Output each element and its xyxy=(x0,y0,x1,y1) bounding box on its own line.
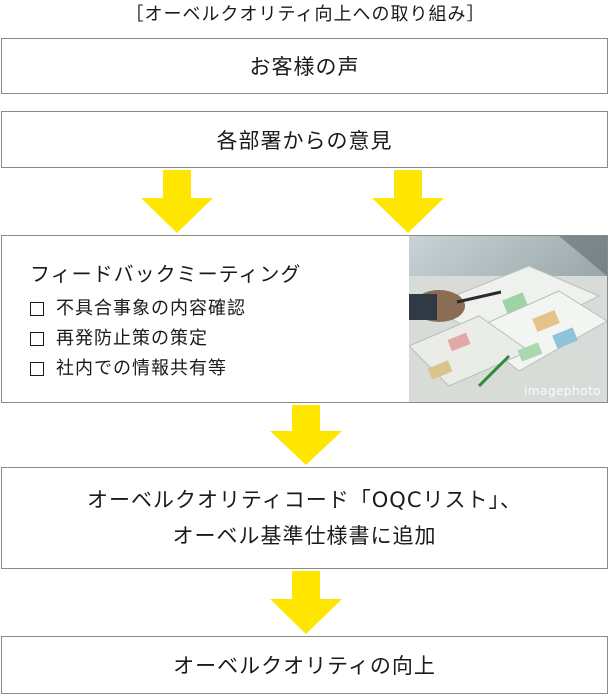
quality-code-line2: オーベル基準仕様書に追加 xyxy=(172,524,437,548)
arrow-down-center-1 xyxy=(270,405,342,465)
diagram-title: ［オーベルクオリティ向上への取り組み］ xyxy=(125,4,486,25)
customer-voice-box: お客様の声 xyxy=(1,38,608,94)
feedback-checklist: 不具合事象の内容確認 再発防止策の策定 社内での情報共有等 xyxy=(30,294,246,384)
department-opinions-box: 各部署からの意見 xyxy=(1,111,608,168)
arrow-down-right xyxy=(372,170,444,233)
customer-voice-label: お客様の声 xyxy=(249,55,360,79)
checklist-item: 再発防止策の策定 xyxy=(30,324,246,354)
quality-improvement-label: オーベルクオリティの向上 xyxy=(173,654,436,678)
arrow-down-left xyxy=(141,170,213,233)
photo-watermark: imagephoto xyxy=(524,384,601,398)
checklist-item-label: 社内での情報共有等 xyxy=(56,358,227,379)
checklist-item: 社内での情報共有等 xyxy=(30,354,246,384)
meeting-photo-illustration xyxy=(409,236,607,402)
checklist-item-label: 不具合事象の内容確認 xyxy=(56,298,246,319)
quality-improvement-box: オーベルクオリティの向上 xyxy=(1,636,608,694)
quality-code-line1: オーベルクオリティコード「OQCリスト」、 xyxy=(87,488,522,512)
feedback-meeting-title: フィードバックミーティング xyxy=(30,262,302,286)
checklist-item-label: 再発防止策の策定 xyxy=(56,328,208,349)
checkbox-icon xyxy=(30,302,44,316)
checkbox-icon xyxy=(30,362,44,376)
meeting-photo: imagephoto xyxy=(409,236,607,402)
arrow-down-center-2 xyxy=(270,571,342,634)
department-opinions-label: 各部署からの意見 xyxy=(216,128,393,153)
feedback-meeting-box: フィードバックミーティング 不具合事象の内容確認 再発防止策の策定 社内での情報… xyxy=(1,235,608,403)
checkbox-icon xyxy=(30,332,44,346)
checklist-item: 不具合事象の内容確認 xyxy=(30,294,246,324)
quality-code-box: オーベルクオリティコード「OQCリスト」、 オーベル基準仕様書に追加 xyxy=(1,467,608,569)
